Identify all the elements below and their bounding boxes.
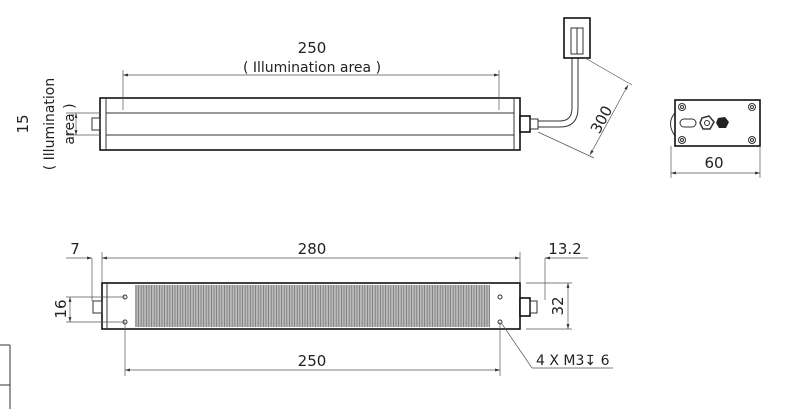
illumination-note-line1: ( Illumination [42,78,58,171]
end-view: 60 [670,99,761,178]
bottom-view: 280 7 13.2 32 16 250 4 X M3↧ 6 [52,240,613,376]
illumination-note-line2: area ) [62,103,78,144]
frame-fragment [0,344,11,409]
end-stub [91,117,101,131]
dimension-7-label: 7 [70,240,80,258]
end-stub [92,300,103,314]
hole-callout-leader [501,323,613,369]
dimension-32-label: 32 [549,296,567,315]
cable [538,58,573,122]
dimension-250-label: 250 [298,39,327,57]
connector-nut-icon [716,117,729,128]
dimension-15-label: 15 [14,114,32,133]
illumination-area-note: ( Illumination area ) [243,60,381,76]
hole-callout-label: 4 X M3↧ 6 [536,353,610,369]
dimension-300-label: 300 [587,103,616,137]
cable-gland [519,115,531,133]
dimension-13-2-label: 13.2 [548,240,581,258]
dimension-16-label: 16 [52,299,70,318]
cable-gland [519,297,531,317]
end-plate [674,99,761,147]
dimension-60-label: 60 [704,154,723,172]
dimension-line-300 [589,84,629,156]
light-bar-body [99,97,521,151]
dimension-280-label: 280 [298,240,327,258]
dimension-250-bottom-label: 250 [298,352,327,370]
top-view: 250 ( Illumination area ) 15 ( Illuminat… [14,17,633,171]
